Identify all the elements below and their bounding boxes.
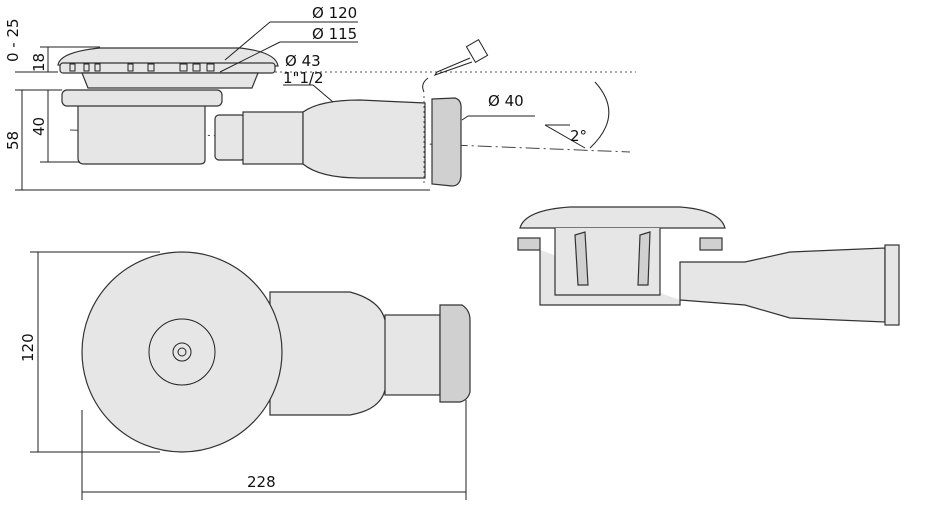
dia-cover-inner-label: Ø 115 xyxy=(312,25,357,43)
dia-nut-label: Ø 40 xyxy=(488,92,524,110)
dim-adjust-label: 0 - 25 xyxy=(4,18,22,62)
dimension-lines xyxy=(15,21,610,191)
plan-view: 120 228 xyxy=(19,251,471,500)
dim-diameter-label: 120 xyxy=(19,333,37,362)
section-view xyxy=(517,206,900,326)
side-view: 0 - 25 18 40 58 Ø 120 Ø 115 Ø 43 1"1/2 Ø… xyxy=(4,4,636,191)
dim-body-label: 40 xyxy=(30,117,48,136)
plan-cover xyxy=(81,251,283,453)
outlet-nut xyxy=(431,97,462,187)
cover-grate xyxy=(57,47,279,67)
slope-label: 2° xyxy=(570,127,587,145)
section-cover xyxy=(519,206,726,229)
thread-label: 1"1/2 xyxy=(283,69,324,87)
dim-cover-label: 18 xyxy=(30,53,48,72)
dia-cover-outer-label: Ø 120 xyxy=(312,4,357,22)
pipe-elbow xyxy=(214,114,246,161)
body-flange xyxy=(61,89,223,107)
dia-outlet-label: Ø 43 xyxy=(285,52,321,70)
section-body xyxy=(539,247,886,323)
pipe-segment xyxy=(242,111,304,165)
pipe-adapter xyxy=(302,99,426,179)
saw-icon xyxy=(422,39,489,93)
plan-nut xyxy=(439,304,471,403)
drain-cup xyxy=(77,104,206,165)
dim-total-label: 58 xyxy=(4,131,22,150)
dim-length-label: 228 xyxy=(247,473,276,491)
